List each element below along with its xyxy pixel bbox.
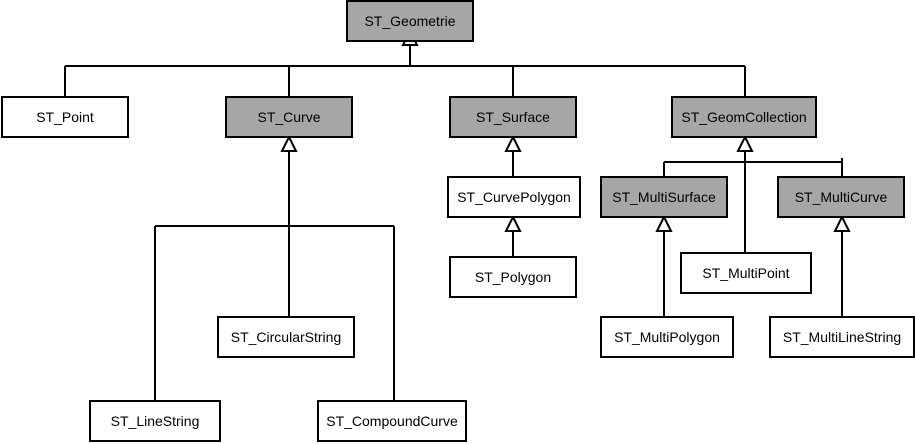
class-node-multicurve: ST_MultiCurve [777, 176, 905, 218]
class-label-multicurve: ST_MultiCurve [795, 189, 888, 205]
class-box-multipoint [680, 252, 812, 294]
class-label-multipolygon: ST_MultiPolygon [614, 329, 720, 345]
generalization-arrow-curvepolygon [504, 214, 522, 232]
class-node-geometrie: ST_Geometrie [346, 0, 474, 42]
class-box-curve [225, 96, 353, 138]
class-label-surface: ST_Surface [476, 109, 550, 125]
class-box-linestring [89, 400, 221, 442]
class-label-geomcollection: ST_GeomCollection [681, 109, 806, 125]
class-node-compoundcurve: ST_CompoundCurve [317, 400, 467, 442]
class-label-polygon: ST_Polygon [475, 269, 551, 285]
class-box-geometrie [346, 0, 474, 42]
class-label-circularstring: ST_CircularString [231, 329, 341, 345]
class-label-linestring: ST_LineString [111, 413, 200, 429]
class-node-multilinestring: ST_MultiLineString [769, 316, 915, 358]
class-label-curve: ST_Curve [257, 109, 320, 125]
class-box-multicurve [777, 176, 905, 218]
generalization-arrow-multicurve [833, 214, 851, 232]
class-node-curve: ST_Curve [225, 96, 353, 138]
class-node-multipoint: ST_MultiPoint [680, 252, 812, 294]
class-box-point [1, 96, 129, 138]
class-label-multilinestring: ST_MultiLineString [783, 329, 901, 345]
class-node-multipolygon: ST_MultiPolygon [600, 316, 734, 358]
class-node-point: ST_Point [1, 96, 129, 138]
generalization-arrow-surface [504, 134, 522, 152]
class-node-multisurface: ST_MultiSurface [600, 176, 728, 218]
generalization-arrow-multisurface [655, 214, 673, 232]
class-box-multipolygon [600, 316, 734, 358]
class-box-circularstring [217, 316, 355, 358]
class-box-multisurface [600, 176, 728, 218]
class-label-geometrie: ST_Geometrie [364, 13, 455, 29]
class-box-curvepolygon [447, 176, 581, 218]
class-box-multilinestring [769, 316, 915, 358]
class-label-curvepolygon: ST_CurvePolygon [457, 189, 571, 205]
class-node-surface: ST_Surface [449, 96, 577, 138]
class-box-geomcollection [671, 96, 817, 138]
class-node-circularstring: ST_CircularString [217, 316, 355, 358]
generalization-arrow-geomcollection [736, 134, 754, 152]
class-box-polygon [449, 256, 577, 298]
class-node-polygon: ST_Polygon [449, 256, 577, 298]
class-label-compoundcurve: ST_CompoundCurve [326, 413, 458, 429]
class-node-linestring: ST_LineString [89, 400, 221, 442]
class-label-multipoint: ST_MultiPoint [702, 265, 789, 281]
class-label-multisurface: ST_MultiSurface [612, 189, 716, 205]
inheritance-edges [64, 44, 843, 401]
class-box-compoundcurve [317, 400, 467, 442]
class-node-geomcollection: ST_GeomCollection [671, 96, 817, 138]
generalization-arrow-curve [280, 134, 298, 152]
class-box-surface [449, 96, 577, 138]
class-label-point: ST_Point [36, 109, 94, 125]
class-node-curvepolygon: ST_CurvePolygon [447, 176, 581, 218]
